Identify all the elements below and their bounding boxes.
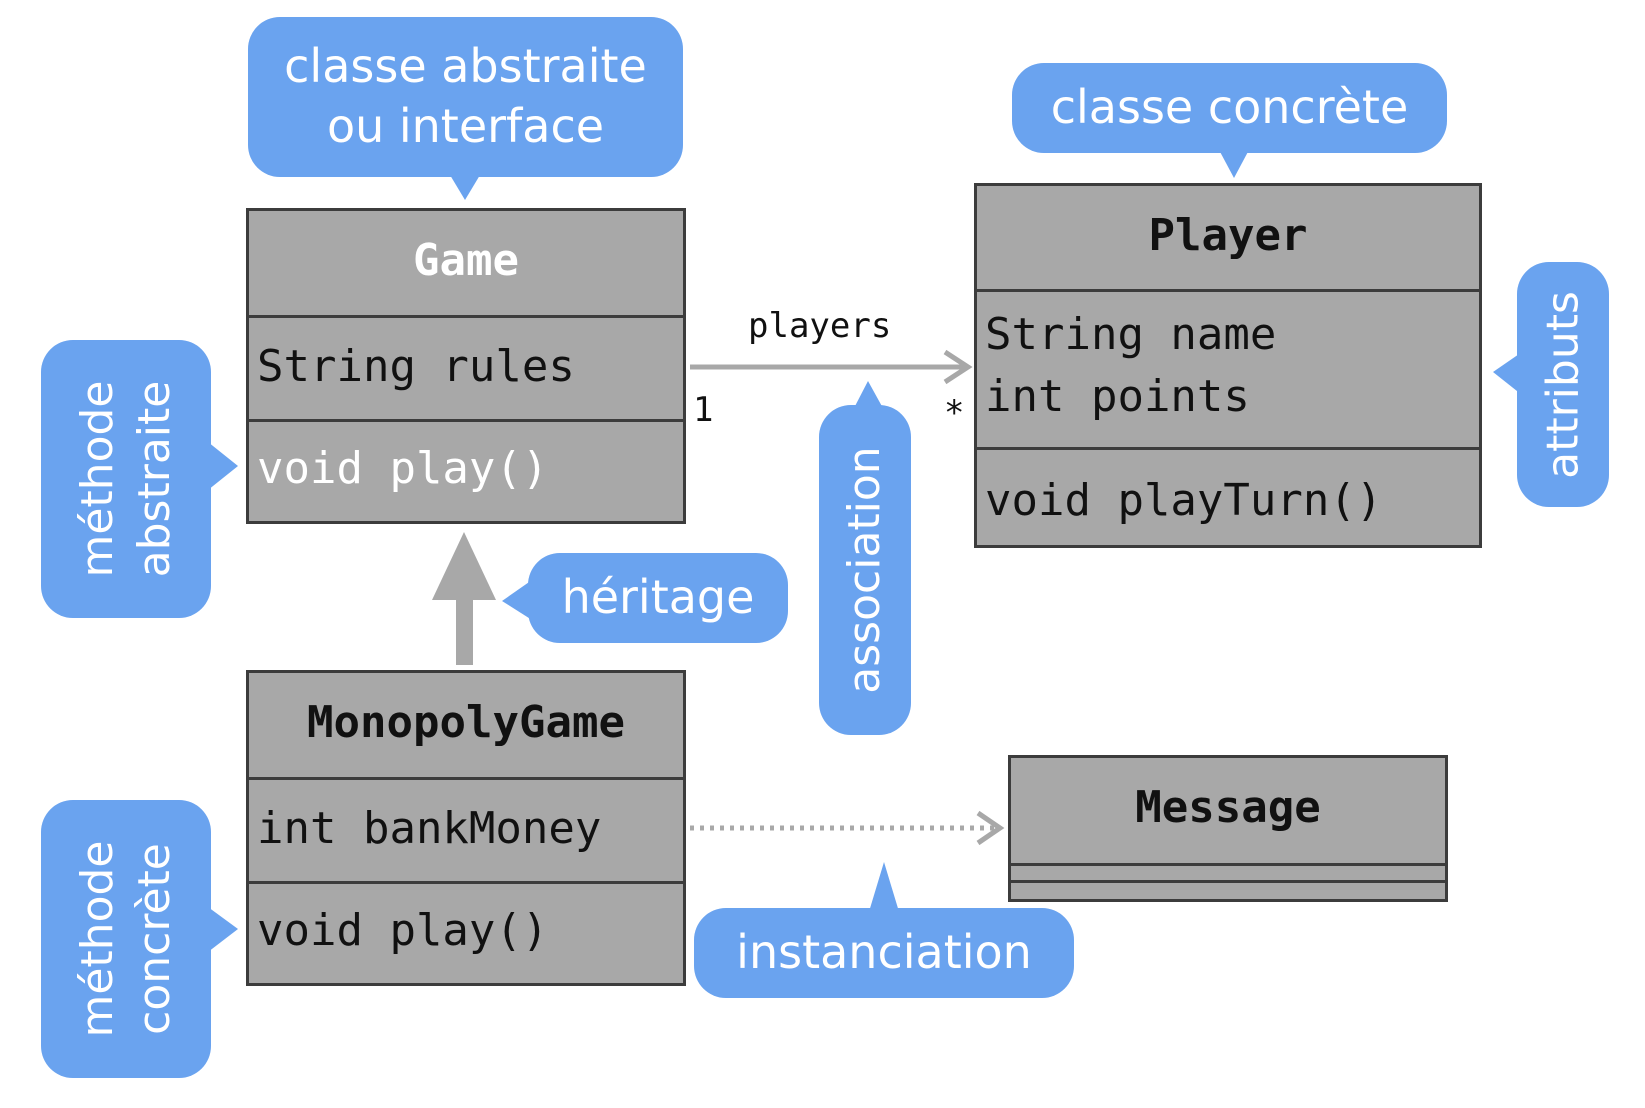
class-monopolygame-methods: void play() <box>249 881 683 983</box>
abstract-class-pointer <box>450 175 480 200</box>
callout-inheritance-text: héritage <box>561 570 755 625</box>
association-multiplicity-source: 1 <box>693 390 714 430</box>
class-player-methods: void playTurn() <box>977 447 1479 545</box>
association-arrowhead <box>943 349 973 385</box>
class-message-name-section: Message <box>1011 758 1445 863</box>
inheritance-arrowhead <box>432 532 496 600</box>
class-player-title: Player <box>1148 210 1308 261</box>
abstract-method-pointer <box>208 442 238 490</box>
class-message-methods <box>1011 880 1445 899</box>
class-monopolygame-attributes: int bankMoney <box>249 777 683 881</box>
class-monopolygame-title: MonopolyGame <box>307 697 625 748</box>
callout-concrete-class-text: classe concrète <box>1050 80 1409 135</box>
class-player: Player String name int points void playT… <box>974 183 1482 548</box>
concrete-method-pointer <box>208 907 238 952</box>
association-label: players <box>748 306 892 346</box>
callout-abstract-class-text: classe abstraite ou interface <box>284 39 647 153</box>
callout-attributes-text: attributs <box>1537 290 1589 479</box>
class-player-name-section: Player <box>977 186 1479 289</box>
class-message: Message <box>1008 755 1448 902</box>
callout-attributes: attributs <box>1517 262 1609 507</box>
game-attribute-rules: String rules <box>257 341 575 392</box>
class-game-name-section: Game <box>249 211 683 315</box>
callout-abstract-method: méthode abstraite <box>41 340 211 618</box>
class-game-attributes: String rules <box>249 315 683 419</box>
callout-instantiation-text: instanciation <box>736 925 1032 980</box>
class-message-title: Message <box>1135 782 1321 833</box>
class-game-methods: void play() <box>249 419 683 521</box>
concrete-class-pointer <box>1218 148 1250 178</box>
class-monopolygame-name-section: MonopolyGame <box>249 673 683 777</box>
callout-inheritance: héritage <box>528 553 788 643</box>
instantiation-pointer <box>868 862 900 915</box>
callout-concrete-method-text: méthode concrète <box>71 840 180 1038</box>
attributes-pointer <box>1493 352 1522 395</box>
class-game: Game String rules void play() <box>246 208 686 524</box>
callout-concrete-class: classe concrète <box>1012 63 1447 153</box>
callout-instantiation: instanciation <box>694 908 1074 998</box>
game-method-play: void play() <box>257 443 549 494</box>
callout-association: association <box>819 405 911 735</box>
callout-association-text: association <box>839 446 891 694</box>
class-game-title: Game <box>413 235 519 286</box>
inheritance-pointer <box>502 580 532 620</box>
callout-concrete-method: méthode concrète <box>41 800 211 1078</box>
class-player-attributes: String name int points <box>977 289 1479 447</box>
player-method-playturn: void playTurn() <box>985 475 1383 526</box>
player-attribute-name: String name <box>985 309 1277 360</box>
class-message-attributes <box>1011 863 1445 880</box>
association-pointer <box>853 381 884 410</box>
monopoly-attribute-bankmoney: int bankMoney <box>257 803 602 854</box>
class-monopolygame: MonopolyGame int bankMoney void play() <box>246 670 686 986</box>
callout-abstract-class: classe abstraite ou interface <box>248 17 683 177</box>
player-attribute-points: int points <box>985 371 1250 422</box>
instantiation-arrowhead <box>976 810 1005 846</box>
association-multiplicity-target: * <box>944 393 965 433</box>
inheritance-shaft <box>456 590 473 665</box>
monopoly-method-play: void play() <box>257 905 549 956</box>
callout-abstract-method-text: méthode abstraite <box>71 380 180 578</box>
